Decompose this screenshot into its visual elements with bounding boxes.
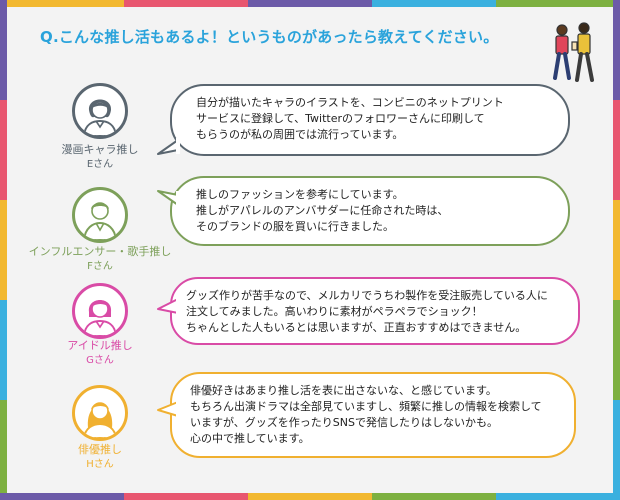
bubble-tail [157, 138, 180, 155]
top-color-border [0, 0, 620, 7]
bubble-line: もちろん出演ドラマは全部見ていますし、頻繁に推しの情報を検索して [190, 400, 542, 413]
bubble-tail [157, 297, 180, 315]
role-label: アイドル推し [67, 339, 133, 352]
testimonial-f: インフルエンサー・歌手推し Fさん 推しのファッションを参考にしています。 推し… [0, 175, 620, 275]
bottom-color-border [0, 493, 620, 500]
bubble-tail [157, 400, 180, 418]
bubble-line: ちゃんとした人もいるとは思いますが、正直おすすめはできません。 [186, 321, 527, 334]
role-label: 漫画キャラ推し [61, 143, 139, 156]
speech-bubble: 俳優好きはあまり推し活を表に出さないな、と感じています。 もちろん出演ドラマは全… [170, 372, 576, 458]
left-color-border [0, 0, 7, 500]
bubble-line: 自分が描いたキャラのイラストを、コンビニのネットプリント [196, 96, 504, 109]
role-label: 俳優推し [78, 443, 122, 456]
woman-long-hair-icon [72, 385, 128, 441]
woman-short-hair-icon [72, 83, 128, 139]
testimonial-g: アイドル推し Gさん グッズ作りが苦手なので、メルカリでうちわ製作を受注販売して… [0, 275, 620, 375]
testimonial-e: 漫画キャラ推し Eさん 自分が描いたキャラのイラストを、コンビニのネットプリント… [0, 80, 620, 180]
role-label: インフルエンサー・歌手推し [28, 245, 172, 258]
people-walking-illustration [553, 22, 594, 82]
bubble-line: 推しがアパレルのアンバサダーに任命された時は、 [196, 204, 449, 217]
bubble-line: サービスに登録して、Twitterのフォロワーさんに印刷して [196, 112, 485, 125]
right-color-border [613, 0, 620, 500]
testimonial-h: 俳優推し Hさん 俳優好きはあまり推し活を表に出さないな、と感じています。 もち… [0, 370, 620, 470]
bubble-tail [157, 190, 180, 207]
bubble-line: 推しのファッションを参考にしています。 [196, 188, 404, 201]
bubble-line: 注文してみました。高いわりに素材がペラペラでショック！ [186, 305, 483, 318]
name-label: Gさん [86, 355, 114, 366]
name-label: Hさん [86, 459, 114, 470]
speech-bubble: 自分が描いたキャラのイラストを、コンビニのネットプリント サービスに登録して、T… [170, 84, 570, 156]
bubble-line: 俳優好きはあまり推し活を表に出さないな、と感じています。 [190, 384, 497, 397]
bubble-line: 心の中で推しています。 [190, 432, 310, 445]
name-label: Eさん [86, 159, 114, 170]
bubble-line: そのブランドの服を買いに行きました。 [196, 220, 394, 233]
speech-bubble: 推しのファッションを参考にしています。 推しがアパレルのアンバサダーに任命された… [170, 176, 570, 246]
question-heading: Q.こんな推し活もあるよ！というものがあったら教えてください。 [40, 28, 499, 46]
speech-bubble: グッズ作りが苦手なので、メルカリでうちわ製作を受注販売している人に 注文してみま… [170, 277, 580, 345]
woman-bob-icon [72, 283, 128, 339]
bubble-line: いますが、グッズを作ったりSNSで発信したりはしないかも。 [190, 416, 498, 429]
bubble-line: もらうのが私の周囲では流行っています。 [196, 128, 404, 141]
man-icon [72, 187, 128, 243]
name-label: Fさん [87, 261, 113, 272]
bubble-line: グッズ作りが苦手なので、メルカリでうちわ製作を受注販売している人に [186, 289, 548, 302]
